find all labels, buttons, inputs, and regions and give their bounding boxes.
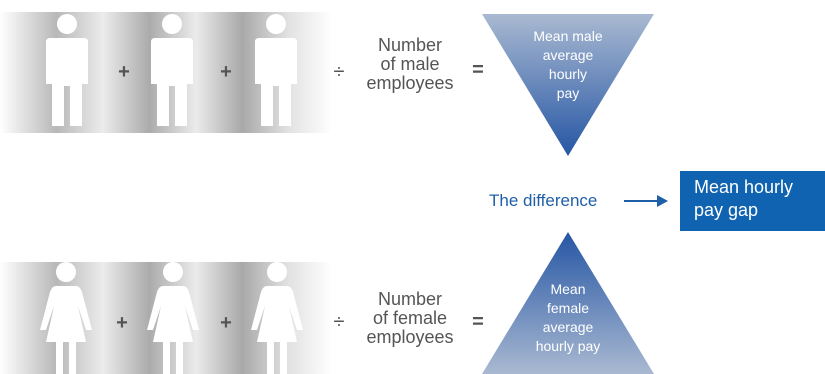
pay-gap-box: Mean hourly pay gap <box>680 171 825 231</box>
female-count-label: Number of female employees <box>355 290 465 347</box>
plus-sign: + <box>220 61 232 83</box>
male-person-icon <box>46 14 88 126</box>
label-line: Mean male <box>533 28 603 44</box>
label-line: female <box>546 300 590 316</box>
label-line: Mean hourly <box>694 177 794 197</box>
female-person-icon <box>40 262 92 374</box>
male-mean-triangle <box>482 14 654 156</box>
label-line: Number <box>377 289 443 309</box>
label-line: of female <box>372 308 448 328</box>
plus-sign: + <box>220 312 232 334</box>
equals-sign: = <box>472 59 484 81</box>
equals-sign: = <box>472 311 484 333</box>
arrow-right-icon <box>624 195 668 207</box>
male-person-icon <box>151 14 193 126</box>
label-line: hourly pay <box>535 338 601 354</box>
label-line: pay <box>556 85 580 101</box>
label-line: employees <box>366 327 454 347</box>
label-line: of male <box>380 54 440 74</box>
label-line: pay gap <box>694 200 759 220</box>
label-line: Mean <box>550 281 586 297</box>
female-person-icon <box>251 262 303 374</box>
difference-label: The difference <box>489 191 598 210</box>
female-person-icon <box>147 262 199 374</box>
plus-sign: + <box>116 312 128 334</box>
male-person-icon <box>255 14 297 126</box>
label-line: employees <box>366 73 454 93</box>
female-mean-label: Mean female average hourly pay <box>508 280 628 356</box>
female-mean-triangle <box>482 232 654 374</box>
divide-sign: ÷ <box>333 311 345 333</box>
divide-sign: ÷ <box>333 61 345 83</box>
plus-sign: + <box>118 61 130 83</box>
label-line: Number <box>377 35 443 55</box>
label-line: average <box>542 47 594 63</box>
label-line: average <box>542 319 594 335</box>
label-line: hourly <box>548 66 588 82</box>
male-mean-label: Mean male average hourly pay <box>508 27 628 103</box>
male-count-label: Number of male employees <box>355 36 465 93</box>
